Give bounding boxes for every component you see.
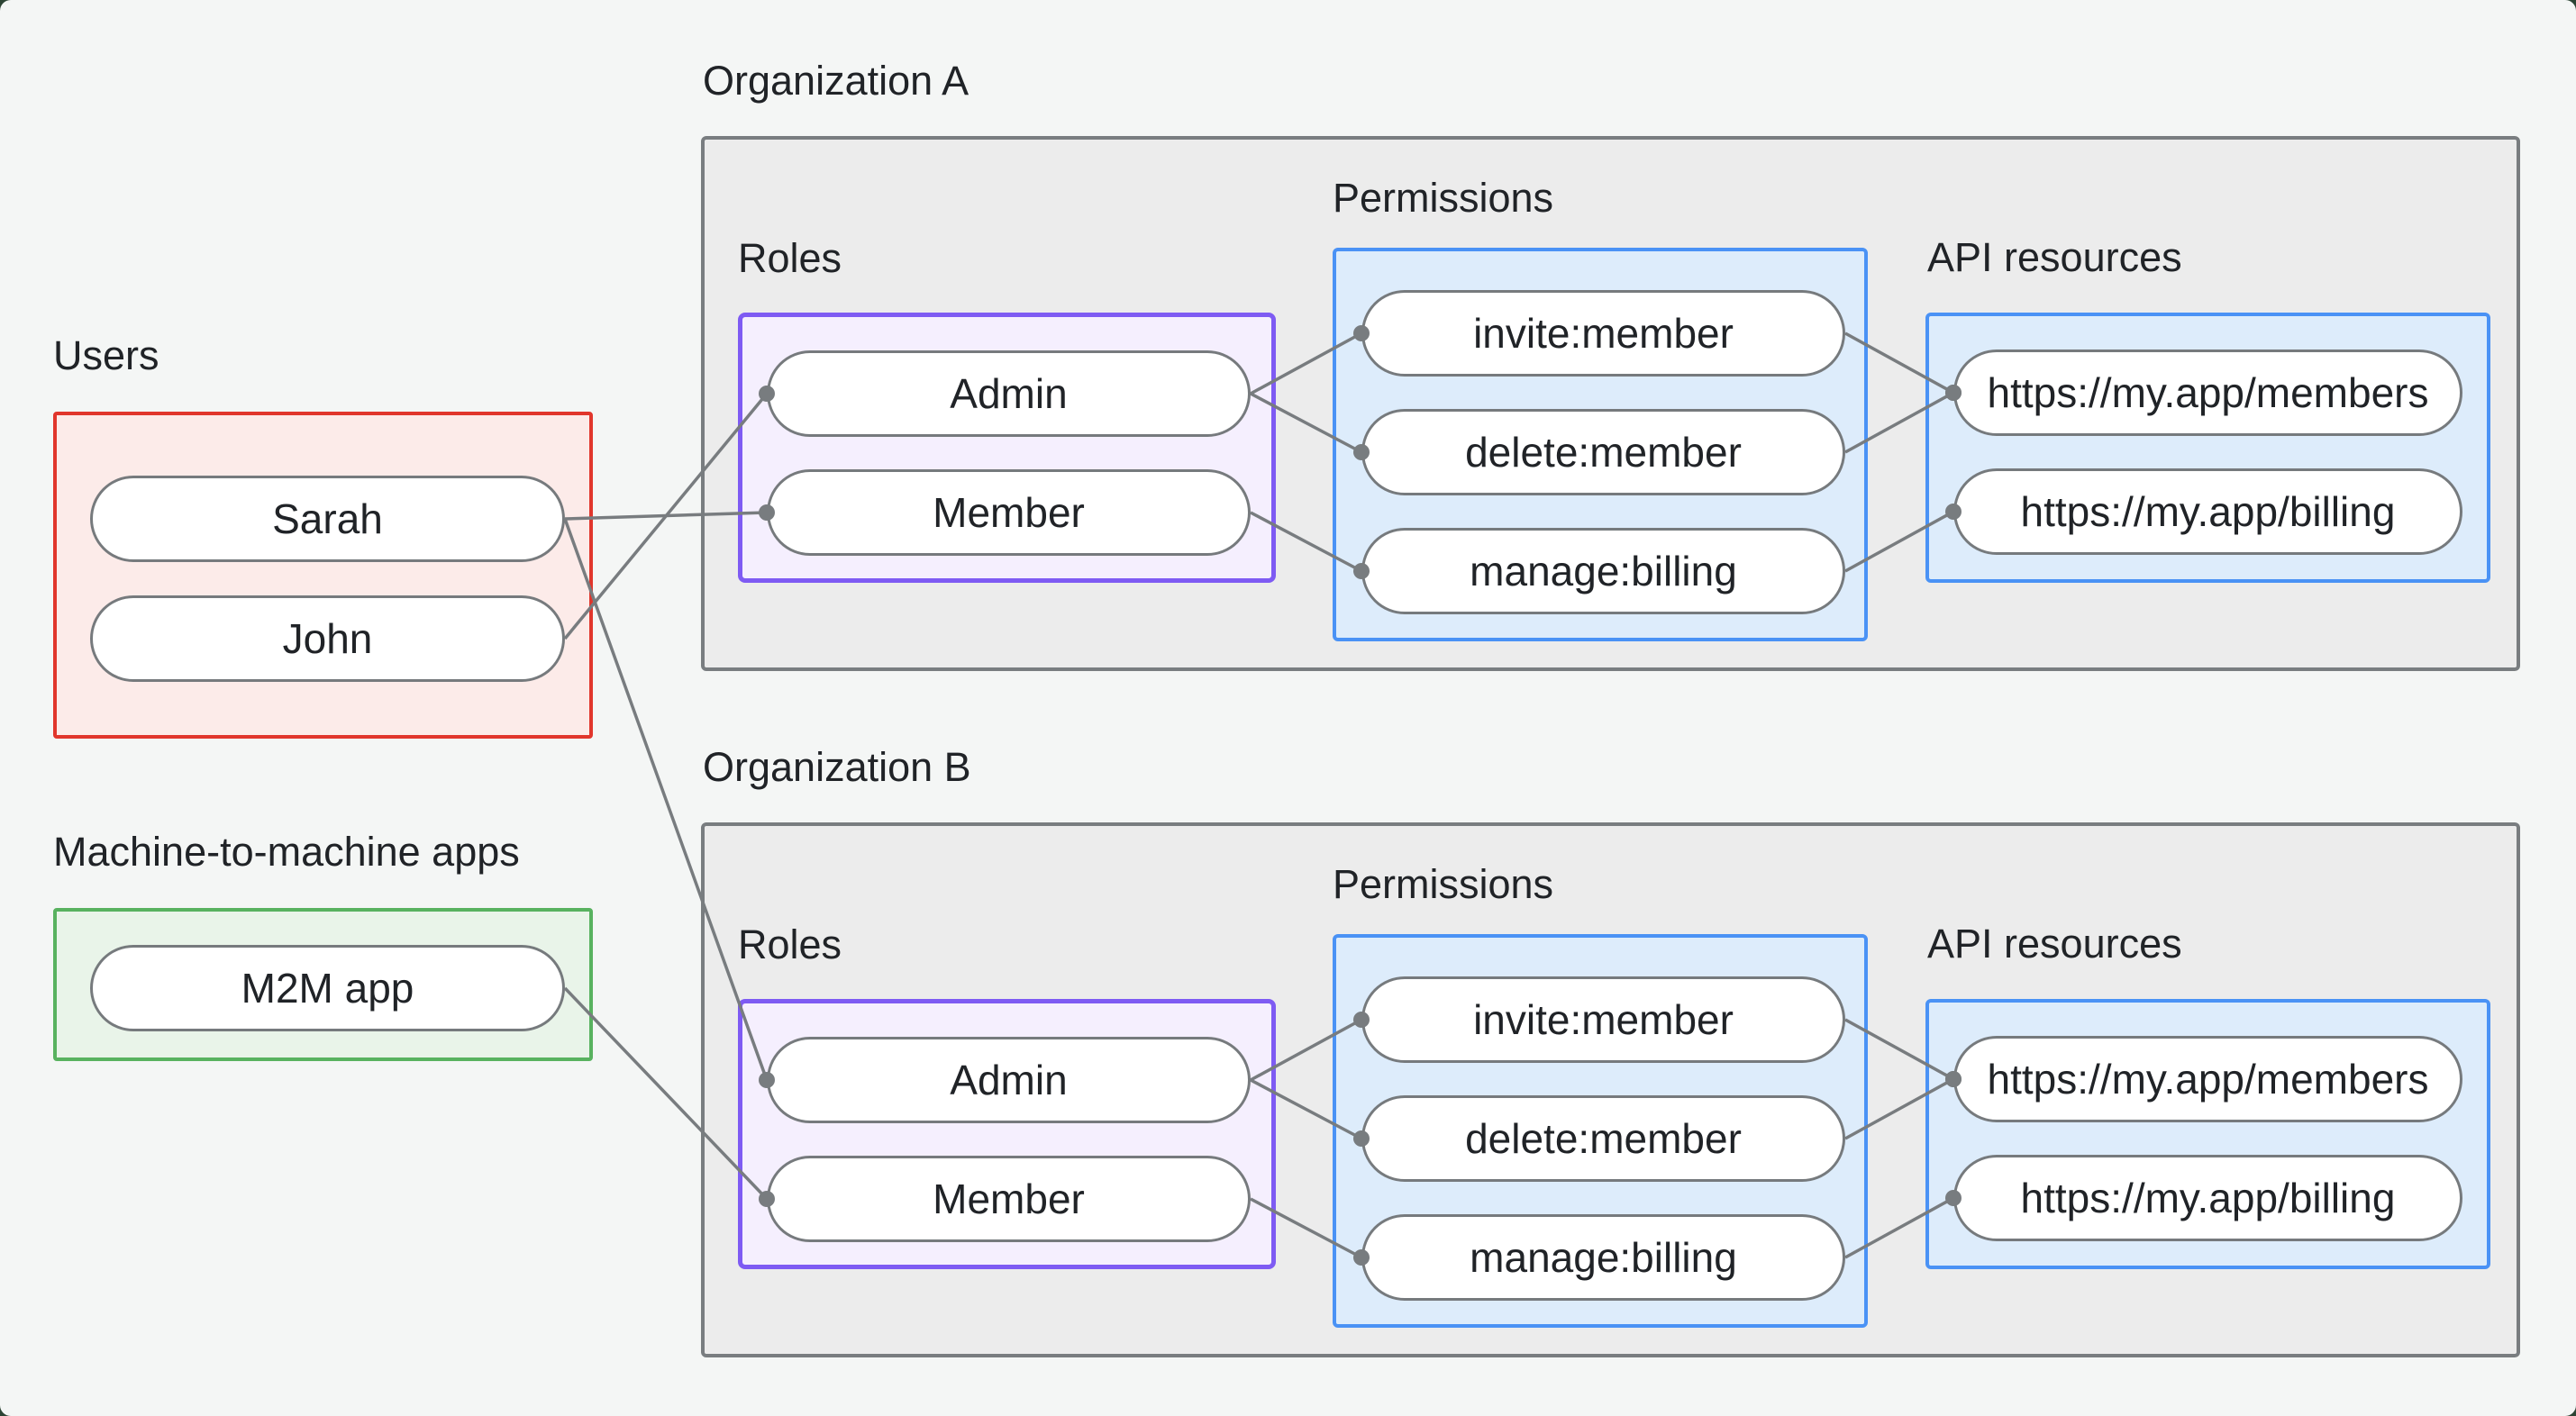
- node-m2m-app: M2M app: [90, 945, 565, 1031]
- org-a-roles-box: Admin Member: [738, 313, 1276, 583]
- org-b-roles-box: Admin Member: [738, 999, 1276, 1269]
- node-org-b-permission-manage-billing: manage:billing: [1361, 1214, 1845, 1301]
- org-a-label: Organization A: [703, 58, 969, 104]
- node-org-a-permission-invite-member: invite:member: [1361, 290, 1845, 377]
- org-b-permissions-label: Permissions: [1333, 861, 1554, 907]
- node-label: M2M app: [241, 965, 414, 1012]
- node-label: Member: [933, 489, 1085, 536]
- node-label: delete:member: [1465, 1115, 1742, 1162]
- node-label: manage:billing: [1470, 548, 1737, 595]
- node-label: https://my.app/billing: [2020, 1175, 2396, 1221]
- org-a-permissions-box: invite:member delete:member manage:billi…: [1333, 248, 1868, 641]
- node-org-b-role-member: Member: [767, 1156, 1251, 1242]
- node-label: invite:member: [1473, 310, 1734, 357]
- node-user-john: John: [90, 595, 565, 682]
- org-b-permissions-box: invite:member delete:member manage:billi…: [1333, 934, 1868, 1328]
- org-b-api-resources-box: https://my.app/members https://my.app/bi…: [1925, 999, 2490, 1269]
- node-org-b-role-admin: Admin: [767, 1037, 1251, 1123]
- node-org-a-permission-delete-member: delete:member: [1361, 409, 1845, 495]
- org-b-api-resources-label: API resources: [1927, 921, 2182, 967]
- node-label: https://my.app/members: [1987, 369, 2429, 416]
- org-a-api-resources-label: API resources: [1927, 234, 2182, 280]
- users-section-label: Users: [53, 332, 159, 378]
- node-label: invite:member: [1473, 996, 1734, 1043]
- node-label: https://my.app/billing: [2020, 488, 2396, 535]
- users-box: Sarah John: [53, 412, 593, 739]
- org-b-box: Roles Admin Member Permissions invite:me…: [701, 822, 2520, 1357]
- org-a-roles-label: Roles: [738, 235, 842, 281]
- org-a-permissions-label: Permissions: [1333, 175, 1554, 221]
- node-label: Member: [933, 1175, 1085, 1222]
- node-org-a-permission-manage-billing: manage:billing: [1361, 528, 1845, 614]
- node-label: Admin: [950, 1057, 1068, 1103]
- node-org-a-api-members: https://my.app/members: [1953, 349, 2462, 436]
- node-org-a-role-admin: Admin: [767, 350, 1251, 437]
- node-user-sarah: Sarah: [90, 476, 565, 562]
- node-label: John: [282, 615, 373, 662]
- node-org-b-permission-invite-member: invite:member: [1361, 976, 1845, 1063]
- org-a-box: Roles Admin Member Permissions invite:me…: [701, 136, 2520, 671]
- node-label: https://my.app/members: [1987, 1056, 2429, 1103]
- node-label: Admin: [950, 370, 1068, 417]
- m2m-box: M2M app: [53, 908, 593, 1061]
- org-b-roles-label: Roles: [738, 921, 842, 967]
- node-org-a-api-billing: https://my.app/billing: [1953, 468, 2462, 555]
- node-label: delete:member: [1465, 429, 1742, 476]
- node-org-b-api-billing: https://my.app/billing: [1953, 1155, 2462, 1241]
- m2m-section-label: Machine-to-machine apps: [53, 829, 520, 875]
- org-a-api-resources-box: https://my.app/members https://my.app/bi…: [1925, 313, 2490, 583]
- node-org-b-permission-delete-member: delete:member: [1361, 1095, 1845, 1182]
- node-org-a-role-member: Member: [767, 469, 1251, 556]
- node-label: manage:billing: [1470, 1234, 1737, 1281]
- node-label: Sarah: [272, 495, 383, 542]
- org-b-label: Organization B: [703, 744, 971, 790]
- node-org-b-api-members: https://my.app/members: [1953, 1036, 2462, 1122]
